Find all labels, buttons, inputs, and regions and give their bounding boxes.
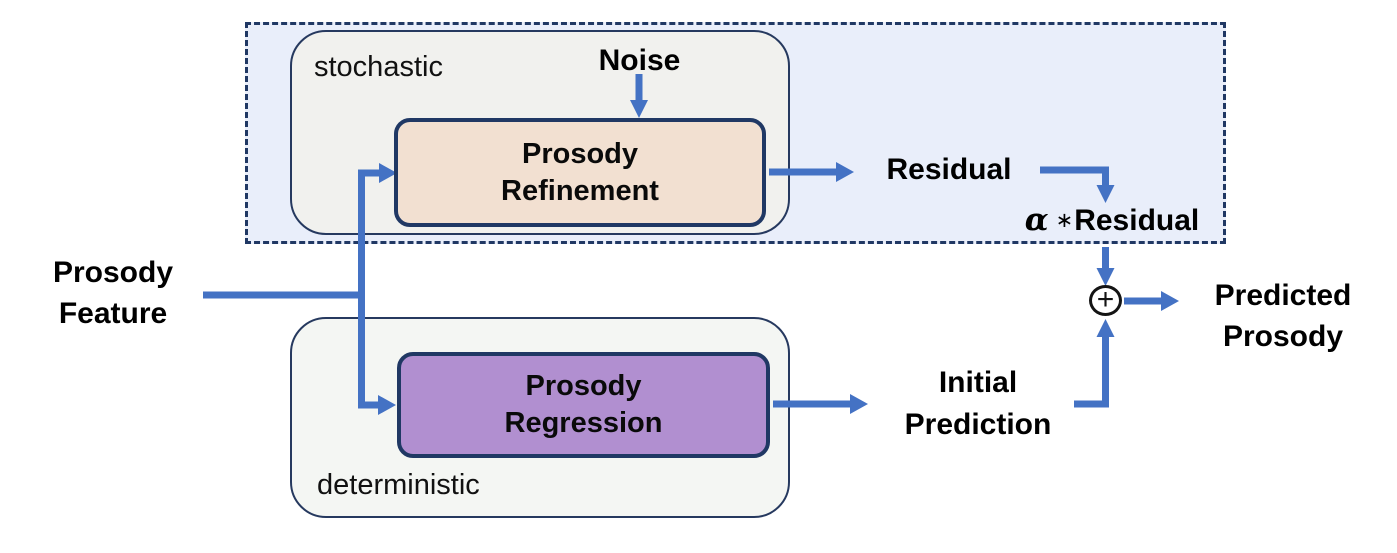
prosody-refinement-label-line1: Prosody: [521, 137, 639, 170]
deterministic-region-label: deterministic: [317, 469, 480, 501]
scaled-residual-to-adder-arrow: [1096, 247, 1115, 286]
prosody-regression-label-line1: Prosody: [525, 370, 642, 402]
predicted-prosody-label-line1: Predicted: [1214, 279, 1352, 312]
initial-prediction-label-line2: Prediction: [904, 408, 1052, 441]
predicted-prosody-label: Predicted Prosody: [1187, 275, 1379, 357]
scaled-residual-word: Residual: [1074, 204, 1200, 237]
noise-label: Noise: [598, 44, 681, 77]
adder-output-arrow: [1124, 291, 1179, 311]
initial-prediction-label-line1: Initial: [938, 366, 1018, 399]
adder-plus-symbol: +: [1096, 282, 1115, 316]
prosody-feature-label: Prosody Feature: [20, 252, 206, 334]
alpha-symbol: α: [1024, 202, 1049, 238]
prosody-refinement-label-line2: Refinement: [501, 174, 659, 207]
scaled-residual-label: α ∗Residual: [1000, 202, 1224, 238]
initial-prediction-to-adder-arrowhead: [1096, 319, 1115, 337]
initial-prediction-to-adder-shaft: [1074, 337, 1109, 408]
prosody-regression-label-line2: Regression: [504, 407, 663, 439]
prosody-regression-block: Prosody Regression: [397, 352, 770, 458]
multiply-operator: ∗: [1055, 209, 1074, 232]
predicted-prosody-label-line2: Prosody: [1222, 320, 1344, 353]
prosody-refinement-block: Prosody Refinement: [394, 118, 766, 227]
initial-prediction-label: Initial Prediction: [880, 362, 1076, 446]
regression-output-arrowhead: [850, 394, 868, 414]
stochastic-region-label: stochastic: [314, 51, 443, 83]
prosody-feature-label-line2: Feature: [58, 297, 168, 330]
adder-node plus-in-circle-icon: +: [1089, 282, 1122, 316]
adder-output-arrowhead: [1161, 291, 1179, 311]
initial-prediction-to-adder-arrow: [1074, 319, 1115, 408]
prosody-feature-label-line1: Prosody: [52, 256, 174, 289]
residual-label: Residual: [886, 153, 1012, 186]
